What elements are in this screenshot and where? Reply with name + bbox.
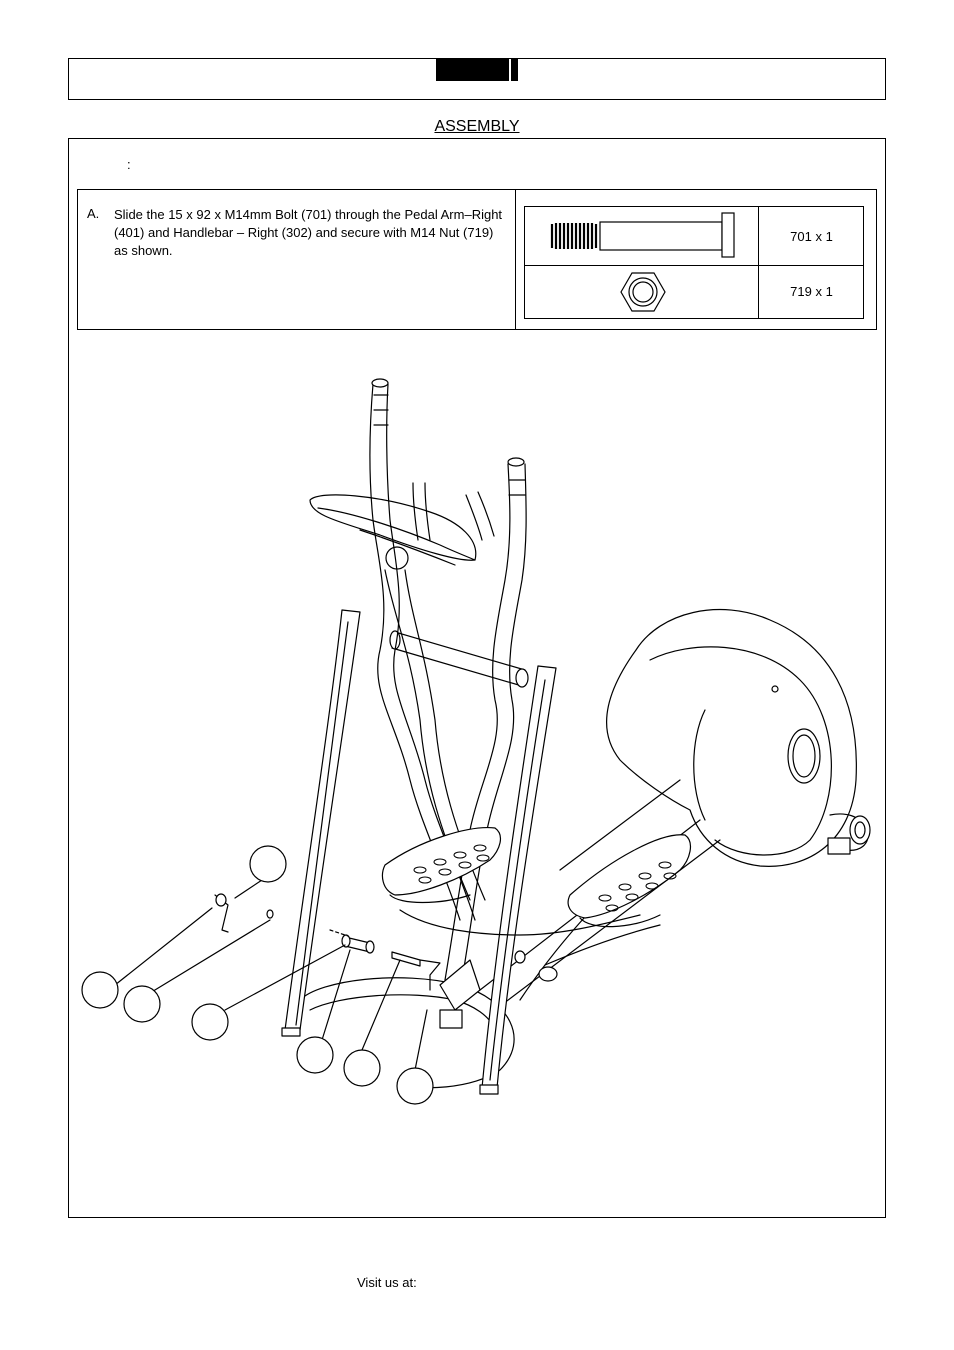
- step-divider: [515, 189, 516, 330]
- parts-col-divider: [758, 206, 759, 319]
- elliptical-trainer-illustration: [81, 378, 871, 1105]
- bolt-icon: [550, 212, 735, 258]
- step-letter: A.: [87, 206, 100, 221]
- hex-nut-icon: [620, 272, 666, 312]
- step-box: [77, 189, 877, 330]
- part-qty-bolt: 701 x 1: [790, 229, 833, 244]
- parts-row-divider: [524, 265, 864, 266]
- page-title: ASSEMBLY: [434, 118, 520, 135]
- parts-table: [524, 206, 864, 319]
- step-instruction: Slide the 15 x 92 x M14mm Bolt (701) thr…: [114, 207, 503, 258]
- footer-visit: Visit us at:: [357, 1275, 417, 1290]
- step-heading-colon: :: [127, 157, 131, 172]
- part-qty-nut: 719 x 1: [790, 284, 833, 299]
- header-tab-notch: [509, 59, 511, 81]
- instruction-frame: [68, 138, 886, 1218]
- header-tab: [436, 59, 518, 81]
- header-box: [68, 58, 886, 100]
